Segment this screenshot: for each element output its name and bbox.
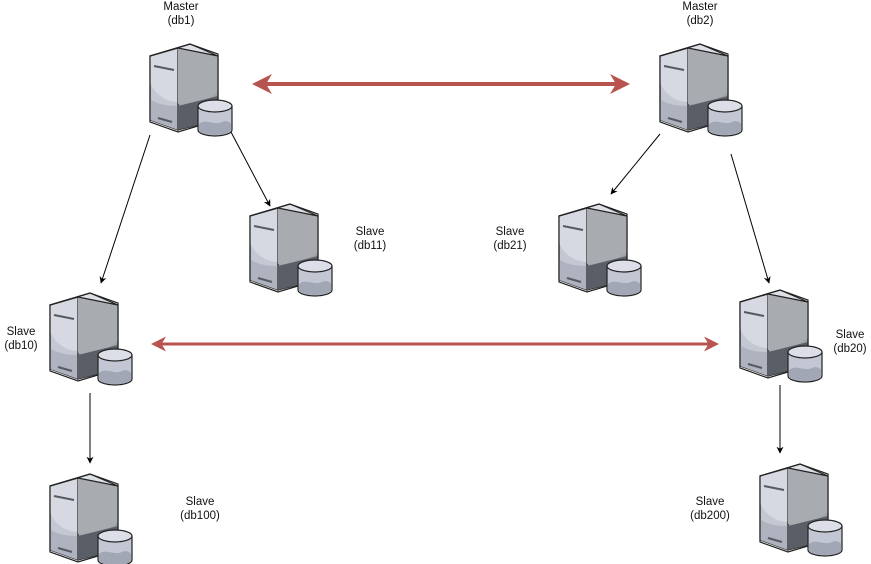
arrow-db2-to-db21: [610, 133, 661, 195]
database-server-icon-db10[interactable]: [49, 292, 133, 386]
database-server-icon-db100[interactable]: [49, 473, 133, 564]
node-role: Slave: [6, 326, 36, 338]
node-role: Master: [682, 1, 718, 13]
database-server-icon-db11[interactable]: [249, 203, 333, 297]
node-name: (db2): [686, 15, 714, 27]
node-name: (db1): [167, 15, 195, 27]
node-label-db100: Slave (db100): [180, 495, 220, 523]
arrow-db1-to-db11: [230, 131, 271, 207]
node-name: (db21): [493, 240, 527, 252]
node-name: (db11): [353, 240, 387, 252]
database-server-icon-db20[interactable]: [739, 289, 823, 383]
arrow-db2-to-db20: [730, 153, 771, 284]
database-server-icon-db1[interactable]: [149, 43, 233, 137]
node-label-db10: Slave (db10): [4, 325, 37, 353]
node-label-db20: Slave (db20): [833, 328, 866, 356]
node-role: Slave: [185, 496, 215, 508]
node-role: Slave: [835, 329, 865, 341]
node-role: Slave: [695, 496, 725, 508]
node-label-db200: Slave (db200): [690, 495, 730, 523]
node-label-db2: Master (db2): [682, 0, 717, 28]
database-server-icon-db21[interactable]: [558, 203, 642, 297]
node-name: (db10): [4, 340, 38, 352]
arrow-db1-to-db10: [99, 134, 151, 284]
database-server-icon-db200[interactable]: [759, 463, 843, 557]
database-server-icon-db2[interactable]: [659, 43, 743, 137]
node-name: (db20): [833, 343, 867, 355]
node-name: (db100): [180, 510, 220, 522]
node-role: Master: [163, 1, 199, 13]
node-label-db21: Slave (db21): [493, 225, 526, 253]
node-role: Slave: [355, 226, 385, 238]
node-label-db1: Master (db1): [163, 0, 198, 28]
node-role: Slave: [495, 226, 525, 238]
node-label-db11: Slave (db11): [354, 225, 386, 253]
node-name: (db200): [690, 510, 730, 522]
